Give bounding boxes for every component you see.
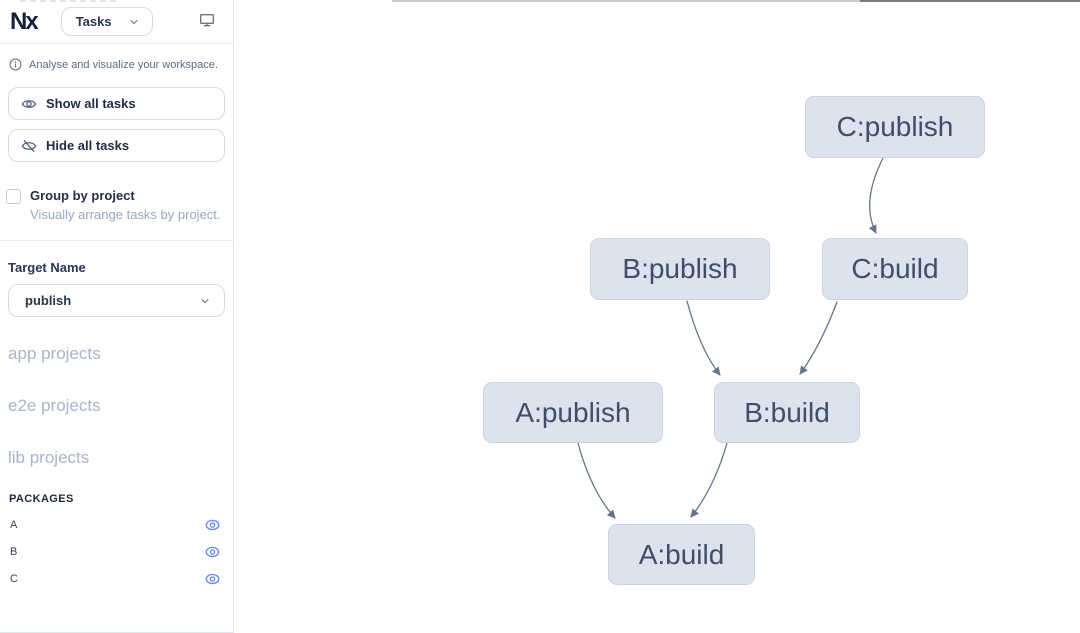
task-node-A:build[interactable]: A:build [608, 524, 755, 585]
eye-icon [21, 96, 37, 112]
group-by-project-description: Visually arrange tasks by project. [30, 207, 221, 222]
group-by-project-block: Group by project Visually arrange tasks … [6, 188, 225, 223]
system-theme-button[interactable] [199, 12, 215, 31]
target-name-value: publish [25, 293, 72, 308]
task-node-B:publish[interactable]: B:publish [590, 238, 770, 300]
nx-logo: Nx [10, 7, 39, 35]
group-by-project-checkbox[interactable] [6, 189, 21, 204]
edge-C:publish-to-C:build [868, 157, 884, 234]
project-sections: app projects e2e projects lib projects [0, 317, 233, 467]
task-node-A:publish[interactable]: A:publish [483, 382, 663, 443]
task-node-B:build[interactable]: B:build [714, 382, 860, 443]
edge-C:build-to-B:build [799, 301, 838, 375]
view-select-dropdown[interactable]: Tasks [60, 7, 153, 36]
task-graph-edges [577, 157, 884, 519]
package-visibility-eye-icon[interactable] [205, 519, 220, 531]
eye-off-icon [21, 138, 37, 154]
workspace-info-text: Analyse and visualize your workspace. [29, 58, 218, 71]
package-row-C: C [0, 565, 233, 592]
task-node-C:build[interactable]: C:build [822, 238, 968, 300]
show-all-tasks-button[interactable]: Show all tasks [8, 87, 225, 120]
section-header-e2e: e2e projects [8, 396, 101, 415]
package-visibility-eye-icon[interactable] [205, 573, 220, 585]
group-by-project-label: Group by project [30, 188, 135, 203]
section-header-lib: lib projects [8, 448, 90, 467]
show-all-tasks-label: Show all tasks [46, 96, 136, 111]
sidebar-divider [0, 240, 233, 241]
section-header-app: app projects [8, 344, 101, 363]
package-name: B [10, 545, 18, 558]
sidebar: Nx Tasks Analyse and visualize your work… [0, 0, 234, 633]
target-name-label: Target Name [8, 260, 86, 275]
packages-heading: PACKAGES [9, 493, 74, 505]
package-name: C [10, 572, 18, 585]
view-select-value: Tasks [75, 14, 112, 29]
package-row-B: B [0, 538, 233, 565]
target-name-select[interactable]: publish [8, 284, 225, 317]
monitor-icon [199, 12, 215, 31]
workspace-info-row: Analyse and visualize your workspace. [0, 44, 233, 83]
packages-list: A B C [0, 511, 233, 592]
info-icon [9, 58, 22, 71]
edge-A:publish-to-A:build [577, 442, 616, 519]
chevron-down-icon [128, 16, 140, 28]
edge-B:publish-to-B:build [686, 300, 721, 376]
hide-all-tasks-label: Hide all tasks [46, 138, 130, 153]
package-row-A: A [0, 511, 233, 538]
package-name: A [10, 518, 18, 531]
hide-all-tasks-button[interactable]: Hide all tasks [8, 129, 225, 162]
sidebar-header: Nx Tasks [0, 0, 233, 44]
package-visibility-eye-icon[interactable] [205, 546, 220, 558]
chevron-down-icon [199, 295, 211, 307]
task-node-C:publish[interactable]: C:publish [805, 96, 985, 158]
edge-B:build-to-A:build [690, 442, 728, 518]
